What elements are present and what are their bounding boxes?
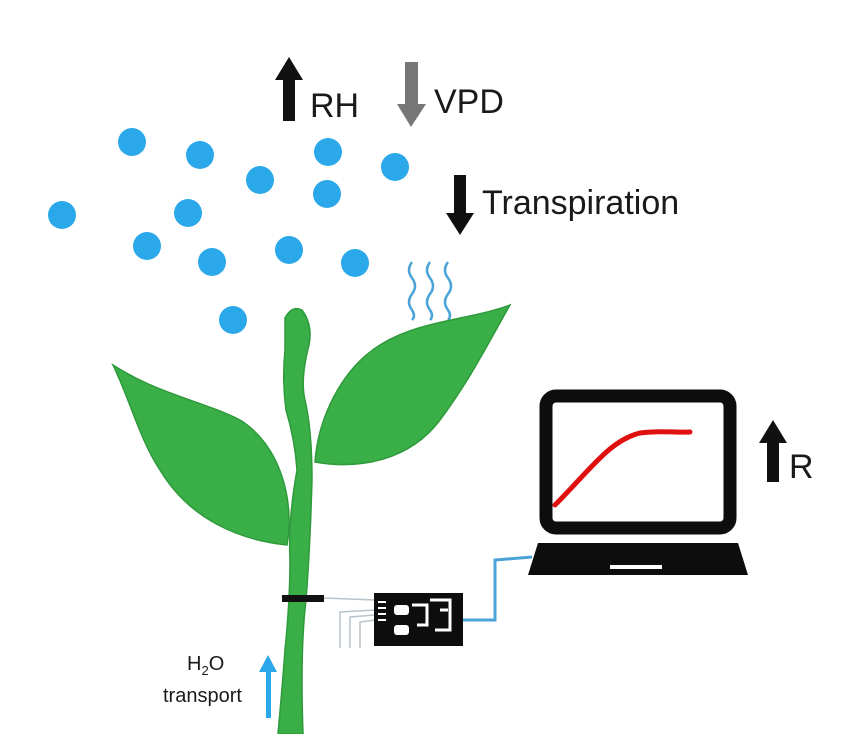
- droplet: [275, 236, 303, 264]
- stem-sensor-clamp: [282, 595, 324, 602]
- droplet: [341, 249, 369, 277]
- transport-label: transport: [163, 685, 242, 707]
- water-droplets: [48, 128, 409, 334]
- usb-cable: [463, 555, 533, 622]
- droplet: [118, 128, 146, 156]
- droplet: [246, 166, 274, 194]
- droplet: [48, 201, 76, 229]
- droplet: [133, 232, 161, 260]
- droplet: [381, 153, 409, 181]
- r-label: R: [789, 448, 814, 486]
- transpiration-label: Transpiration: [482, 184, 679, 222]
- vpd-down-arrow-icon: [397, 62, 426, 127]
- rh-label: RH: [310, 87, 359, 125]
- vpd-label: VPD: [434, 83, 504, 121]
- transpiration-down-arrow-icon: [446, 175, 474, 235]
- water-transport-arrow-icon: [259, 655, 277, 718]
- vapor-icon: [407, 261, 453, 321]
- left-leaf: [111, 362, 290, 546]
- droplet: [313, 180, 341, 208]
- laptop-icon: [528, 389, 748, 575]
- droplet: [314, 138, 342, 166]
- r-up-arrow-icon: [759, 420, 787, 482]
- droplet: [186, 141, 214, 169]
- h2o-label: H2O: [187, 653, 224, 678]
- sensor-board-icon: [374, 593, 463, 646]
- droplet: [198, 248, 226, 276]
- stem: [277, 307, 313, 734]
- sensor-wires: [323, 597, 376, 648]
- resistance-curve: [552, 429, 693, 508]
- right-leaf: [314, 303, 512, 466]
- droplet: [174, 199, 202, 227]
- droplet: [219, 306, 247, 334]
- plant: [111, 303, 512, 734]
- rh-up-arrow-icon: [275, 57, 303, 121]
